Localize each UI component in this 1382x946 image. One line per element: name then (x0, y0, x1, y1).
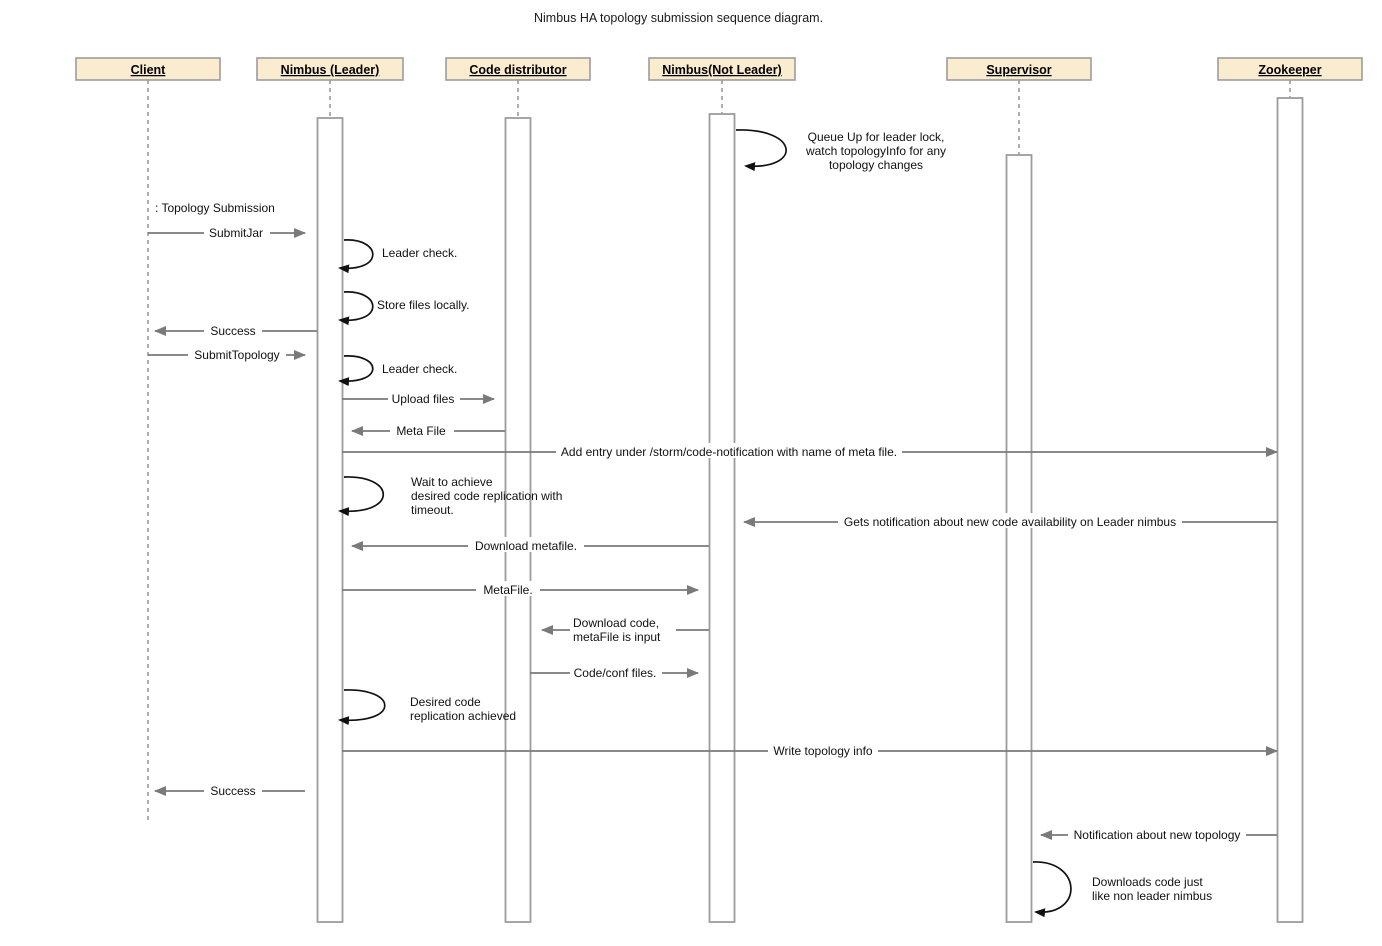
actor-box-code-distributor[interactable] (445, 57, 591, 81)
actor-zookeeper[interactable]: Zookeeper (1217, 57, 1363, 81)
message-label-desired-code-line1: Desired code (410, 695, 481, 709)
message-notification-new-topology[interactable]: Notification about new topology (1040, 826, 1277, 842)
lifelines (147, 80, 1291, 822)
message-label-submitjar: SubmitJar (209, 226, 263, 240)
label-bg-code-conf-files (570, 664, 662, 679)
actor-box-nimbus-not-leader[interactable] (648, 57, 796, 81)
message-submittopology[interactable]: SubmitTopology (148, 346, 306, 362)
actor-code-distributor[interactable]: Code distributor (445, 57, 591, 81)
message-write-topology-info[interactable]: Write topology info (342, 742, 1278, 758)
message-label-wait-achieve-line3: timeout. (411, 503, 454, 517)
message-label-leader-check-2: Leader check. (382, 362, 457, 376)
activation-code-distributor (504, 117, 532, 923)
message-label-download-code-line2: metaFile is input (573, 630, 661, 644)
message-meta-file[interactable]: Meta File (351, 422, 505, 438)
message-label-queue-up-line2: watch topologyInfo for any (805, 144, 946, 158)
message-label-download-code-line1: Download code, (573, 616, 659, 630)
message-label-queue-up-line3: topology changes (829, 158, 923, 172)
label-bg-submitjar (204, 224, 270, 239)
message-queue-up-for-leader-lock[interactable]: Queue Up for leader lock, watch topology… (735, 129, 946, 172)
message-wait-to-achieve-replication[interactable]: Wait to achieve desired code replication… (338, 475, 562, 517)
actor-headers: Client Nimbus (Leader) Code distributor … (75, 57, 1363, 81)
message-label-submittopology: SubmitTopology (194, 348, 279, 362)
message-label-write-topology-info: Write topology info (773, 744, 872, 758)
message-leader-check-1[interactable]: Leader check. (338, 239, 457, 274)
label-bg-download-code (570, 615, 676, 645)
message-label-wait-achieve-line2: desired code replication with (411, 489, 562, 503)
actor-client[interactable]: Client (75, 57, 221, 81)
actor-supervisor[interactable]: Supervisor (946, 57, 1092, 81)
self-arc-store-files (338, 291, 374, 326)
label-bg-success-2 (204, 782, 262, 797)
actor-label-nimbus-leader: Nimbus (Leader) (281, 63, 380, 77)
message-add-entry-code-notification[interactable]: Add entry under /storm/code-notification… (342, 443, 1278, 459)
message-label-queue-up-line1: Queue Up for leader lock, (808, 130, 945, 144)
label-bg-notification-new-topology (1068, 826, 1246, 841)
label-bg-metafile (476, 581, 540, 596)
message-label-code-conf-files: Code/conf files. (574, 666, 657, 680)
diagram-title: Nimbus HA topology submission sequence d… (534, 11, 823, 25)
self-arc-wait-achieve (338, 476, 384, 517)
note-topology-submission: : Topology Submission (155, 201, 275, 215)
label-bg-gets-notification (838, 513, 1182, 528)
actor-nimbus-not-leader[interactable]: Nimbus(Not Leader) (648, 57, 796, 81)
message-label-success-2: Success (210, 784, 255, 798)
self-arc-leader-check-2 (338, 355, 374, 387)
message-downloads-code-like-non-leader[interactable]: Downloads code just like non leader nimb… (1032, 861, 1212, 918)
actor-nimbus-leader[interactable]: Nimbus (Leader) (256, 57, 404, 81)
message-metafile[interactable]: MetaFile. (342, 581, 699, 597)
activation-nimbus-not-leader (708, 113, 736, 923)
message-upload-files[interactable]: Upload files (342, 390, 495, 406)
message-label-downloads-code-line2: like non leader nimbus (1092, 889, 1212, 903)
activation-nimbus-leader (316, 117, 344, 923)
message-label-meta-file: Meta File (396, 424, 446, 438)
message-label-success-1: Success (210, 324, 255, 338)
message-code-conf-files[interactable]: Code/conf files. (530, 664, 699, 680)
self-arc-downloads-code (1032, 861, 1072, 918)
actor-label-supervisor: Supervisor (986, 63, 1051, 77)
message-label-add-entry: Add entry under /storm/code-notification… (561, 445, 897, 459)
message-label-downloads-code-line1: Downloads code just (1092, 875, 1203, 889)
message-label-notification-new-topology: Notification about new topology (1074, 828, 1241, 842)
message-label-leader-check-1: Leader check. (382, 246, 457, 260)
actor-box-nimbus-leader[interactable] (256, 57, 404, 81)
message-label-download-metafile: Download metafile. (475, 539, 577, 553)
label-bg-submittopology (188, 346, 286, 361)
label-bg-add-entry (556, 443, 902, 458)
actor-label-zookeeper: Zookeeper (1258, 63, 1321, 77)
activation-bars (316, 97, 1304, 923)
actor-box-zookeeper[interactable] (1217, 57, 1363, 81)
message-gets-notification-new-code[interactable]: Gets notification about new code availab… (743, 513, 1277, 529)
label-bg-meta-file (390, 422, 454, 437)
message-desired-code-replication-achieved[interactable]: Desired code replication achieved (338, 689, 516, 726)
label-bg-upload-files (388, 390, 460, 405)
actor-box-client[interactable] (75, 57, 221, 81)
message-success-2[interactable]: Success (154, 782, 305, 798)
message-download-metafile[interactable]: Download metafile. (351, 537, 709, 553)
actor-box-supervisor[interactable] (946, 57, 1092, 81)
actor-label-nimbus-not-leader: Nimbus(Not Leader) (662, 63, 781, 77)
self-arc-leader-check-1 (338, 239, 374, 274)
actor-label-client: Client (131, 63, 167, 77)
activation-zookeeper (1276, 97, 1304, 923)
message-store-files-locally[interactable]: Store files locally. (338, 291, 469, 326)
message-label-wait-achieve-line1: Wait to achieve (411, 475, 493, 489)
message-label-metafile: MetaFile. (483, 583, 532, 597)
label-bg-success-1 (204, 322, 262, 337)
message-label-gets-notification: Gets notification about new code availab… (844, 515, 1176, 529)
label-bg-download-metafile (468, 537, 584, 552)
label-bg-write-topology-info (768, 742, 878, 757)
message-label-store-files: Store files locally. (377, 298, 469, 312)
activation-supervisor (1005, 154, 1033, 923)
message-leader-check-2[interactable]: Leader check. (338, 355, 457, 387)
actor-label-code-distributor: Code distributor (469, 63, 566, 77)
message-download-code[interactable]: Download code, metaFile is input (541, 615, 709, 645)
message-submitjar[interactable]: SubmitJar (148, 224, 306, 240)
message-label-upload-files: Upload files (392, 392, 455, 406)
self-arc-desired-code (338, 689, 386, 726)
message-label-desired-code-line2: replication achieved (410, 709, 516, 723)
self-arc-queue-up (735, 129, 787, 172)
message-success-1[interactable]: Success (154, 322, 317, 338)
